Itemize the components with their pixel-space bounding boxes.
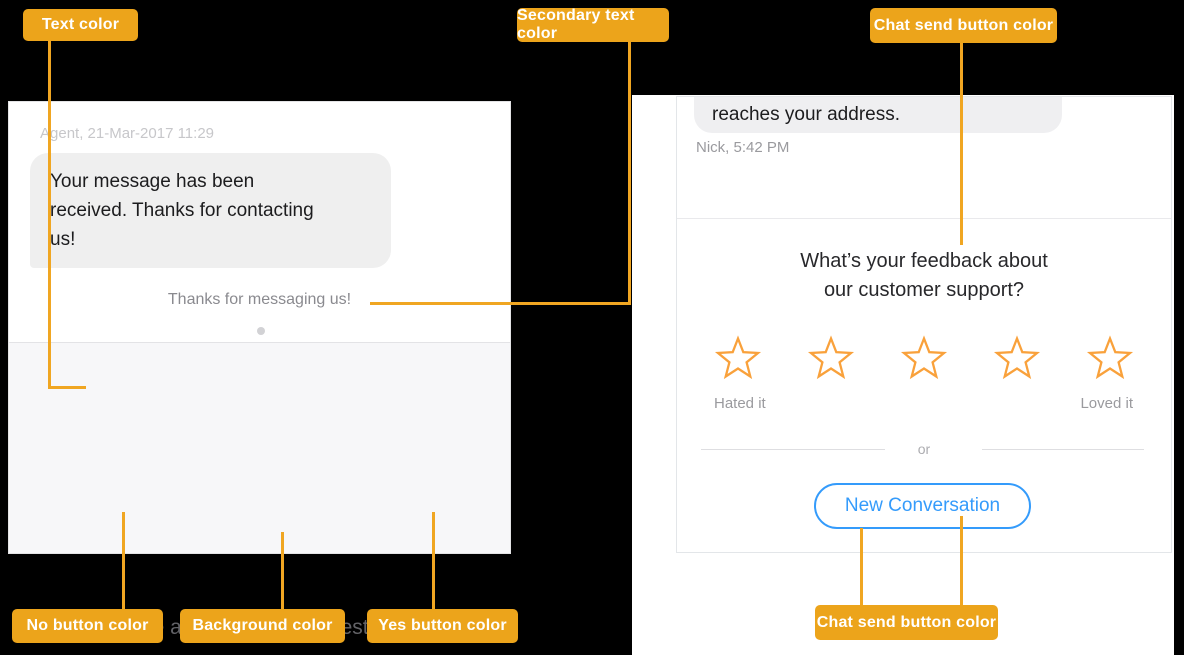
rating-low-label: Hated it bbox=[714, 395, 766, 412]
callout-secondary-text-color: Secondary text color bbox=[517, 7, 669, 42]
rating-high-label: Loved it bbox=[1080, 395, 1133, 412]
callout-no-button-color: No button color bbox=[12, 609, 163, 643]
agent-message-bubble: reaches your address. bbox=[694, 97, 1062, 133]
star-outline-icon[interactable] bbox=[714, 335, 762, 381]
callout-text-color: Text color bbox=[23, 9, 138, 41]
star-outline-icon[interactable] bbox=[900, 335, 948, 381]
secondary-text: Thanks for messaging us! bbox=[167, 291, 352, 308]
connector-line bbox=[628, 42, 631, 305]
connector-line bbox=[370, 302, 631, 305]
divider bbox=[677, 218, 1171, 219]
callout-chat-send-button-color: Chat send button color bbox=[870, 8, 1057, 43]
callout-chat-send-button-color: Chat send button color bbox=[815, 605, 998, 640]
feedback-question: What’s your feedback about our customer … bbox=[800, 250, 1048, 301]
connector-line bbox=[960, 43, 963, 245]
or-separator-text: or bbox=[917, 441, 931, 457]
connector-line bbox=[432, 512, 435, 609]
callout-background-color: Background color bbox=[180, 609, 345, 643]
feedback-card: reaches your address. Nick, 5:42 PM What… bbox=[676, 96, 1172, 553]
callout-yes-button-color: Yes button color bbox=[367, 609, 518, 643]
dot-indicator bbox=[257, 327, 265, 335]
connector-line bbox=[860, 528, 863, 605]
star-outline-icon[interactable] bbox=[807, 335, 855, 381]
agent-message-bubble: Your message has been received. Thanks f… bbox=[30, 153, 391, 268]
star-outline-icon[interactable] bbox=[1086, 335, 1134, 381]
message-meta: Agent, 21-Mar-2017 11:29 bbox=[40, 125, 215, 142]
right-chat-panel: reaches your address. Nick, 5:42 PM What… bbox=[632, 95, 1174, 655]
survey-section: Did we answer all your questions? No YES… bbox=[9, 342, 510, 639]
message-meta: Nick, 5:42 PM bbox=[696, 139, 790, 156]
connector-line bbox=[960, 516, 963, 605]
connector-line bbox=[281, 532, 284, 609]
divider bbox=[982, 449, 1144, 450]
connector-line bbox=[48, 386, 86, 389]
rating-stars bbox=[677, 335, 1171, 381]
connector-line bbox=[122, 512, 125, 609]
connector-line bbox=[48, 40, 51, 389]
left-chat-panel: Agent, 21-Mar-2017 11:29 Your message ha… bbox=[8, 101, 511, 639]
divider bbox=[701, 449, 885, 450]
star-outline-icon[interactable] bbox=[993, 335, 1041, 381]
new-conversation-button[interactable]: New Conversation bbox=[814, 483, 1031, 529]
